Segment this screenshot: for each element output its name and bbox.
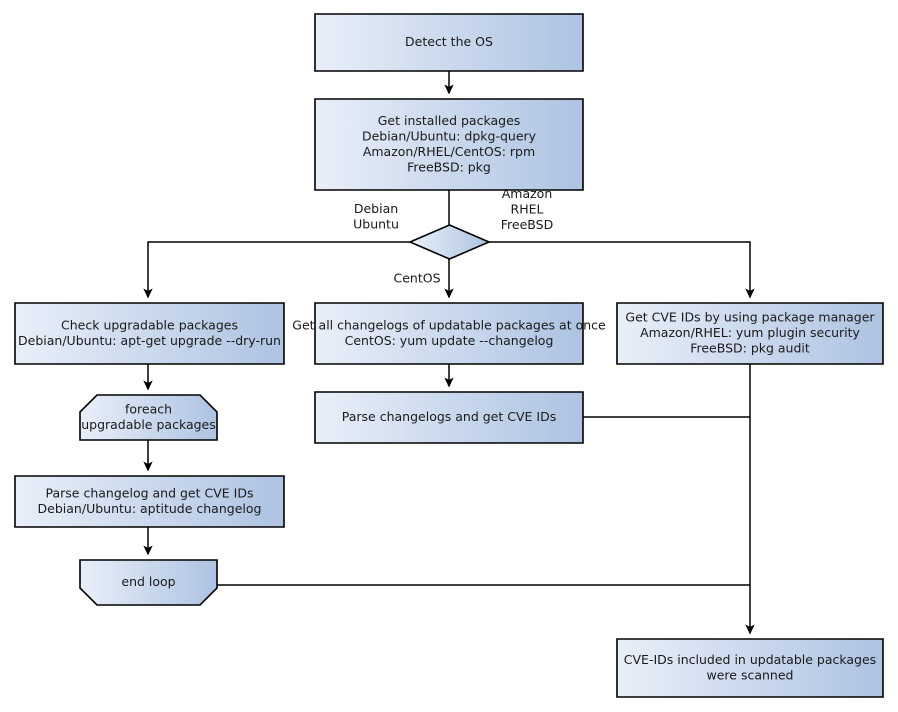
node-label-detect-os-line-0: Detect the OS (405, 34, 493, 49)
node-label-get-installed-packages-line-0: Get installed packages (378, 113, 521, 128)
node-shape-detect-os (314, 13, 584, 72)
node-shape-os-decision (407, 224, 492, 260)
label-amazon-rhel-freebsd-line-1: RHEL (511, 202, 544, 217)
node-check-upgradable-packages[interactable]: Check upgradable packagesDebian/Ubuntu: … (14, 302, 285, 365)
node-label-cve-ids-scanned-line-0: CVE-IDs included in updatable packages (624, 652, 876, 667)
node-label-parse-changelog-get-cve-ids-line-1: Debian/Ubuntu: aptitude changelog (38, 501, 262, 516)
node-label-parse-changelogs-get-cve-ids-line-0: Parse changelogs and get CVE IDs (342, 409, 556, 424)
node-shape-get-cve-ids-package-manager (616, 302, 884, 365)
node-label-foreach-upgradable-packages-line-0: foreach (125, 401, 172, 416)
node-label-parse-changelog-get-cve-ids-line-0: Parse changelog and get CVE IDs (46, 485, 254, 500)
node-label-check-upgradable-packages-line-0: Check upgradable packages (61, 317, 238, 332)
edge-decision-left (143, 241, 410, 299)
node-shape-check-upgradable-packages (14, 302, 285, 365)
label-amazon-rhel-freebsd-line-0: Amazon (502, 186, 553, 201)
node-label-get-installed-packages-line-1: Debian/Ubuntu: dpkg-query (362, 128, 537, 143)
node-os-decision[interactable] (407, 224, 492, 260)
edge-decision-right (489, 241, 755, 299)
label-centos-line-0: CentOS (393, 271, 440, 286)
node-label-foreach-upgradable-packages-line-1: upgradable packages (81, 417, 216, 432)
node-label-get-cve-ids-package-manager-line-1: Amazon/RHEL: yum plugin security (640, 325, 860, 340)
node-get-all-changelogs[interactable]: Get all changelogs of updatable packages… (292, 302, 606, 365)
node-detect-os[interactable]: Detect the OS (314, 13, 584, 72)
label-debian-ubuntu-line-0: Debian (354, 201, 398, 216)
label-centos: CentOS (393, 271, 440, 286)
node-label-get-cve-ids-package-manager-line-0: Get CVE IDs by using package manager (625, 310, 875, 325)
node-shape-cve-ids-scanned (616, 638, 884, 698)
node-shape-parse-changelogs-get-cve-ids (314, 391, 584, 444)
node-label-end-loop-line-0: end loop (121, 574, 175, 589)
node-parse-changelog-get-cve-ids[interactable]: Parse changelog and get CVE IDsDebian/Ub… (14, 475, 285, 528)
node-cve-ids-scanned[interactable]: CVE-IDs included in updatable packageswe… (616, 638, 884, 698)
edges-layer (143, 71, 755, 635)
node-shape-get-all-changelogs (314, 302, 584, 365)
label-amazon-rhel-freebsd-line-2: FreeBSD (501, 217, 553, 232)
node-shape-parse-changelog-get-cve-ids (14, 475, 285, 528)
node-label-get-installed-packages-line-3: FreeBSD: pkg (407, 159, 491, 174)
node-label-cve-ids-scanned-line-1: were scanned (707, 667, 794, 682)
node-get-cve-ids-package-manager[interactable]: Get CVE IDs by using package managerAmaz… (616, 302, 884, 365)
label-debian-ubuntu-line-1: Ubuntu (353, 216, 399, 231)
node-label-check-upgradable-packages-line-1: Debian/Ubuntu: apt-get upgrade --dry-run (18, 333, 281, 348)
node-label-get-cve-ids-package-manager-line-2: FreeBSD: pkg audit (690, 341, 810, 356)
node-parse-changelogs-get-cve-ids[interactable]: Parse changelogs and get CVE IDs (314, 391, 584, 444)
node-end-loop[interactable]: end loop (79, 559, 218, 606)
node-label-get-all-changelogs-line-1: CentOS: yum update --changelog (345, 333, 554, 348)
node-label-get-installed-packages-line-2: Amazon/RHEL/CentOS: rpm (363, 144, 535, 159)
node-label-get-all-changelogs-line-0: Get all changelogs of updatable packages… (292, 317, 606, 332)
node-shape-get-installed-packages (314, 98, 584, 191)
node-shape-end-loop (79, 559, 218, 606)
node-shape-foreach-upgradable-packages (79, 394, 218, 441)
